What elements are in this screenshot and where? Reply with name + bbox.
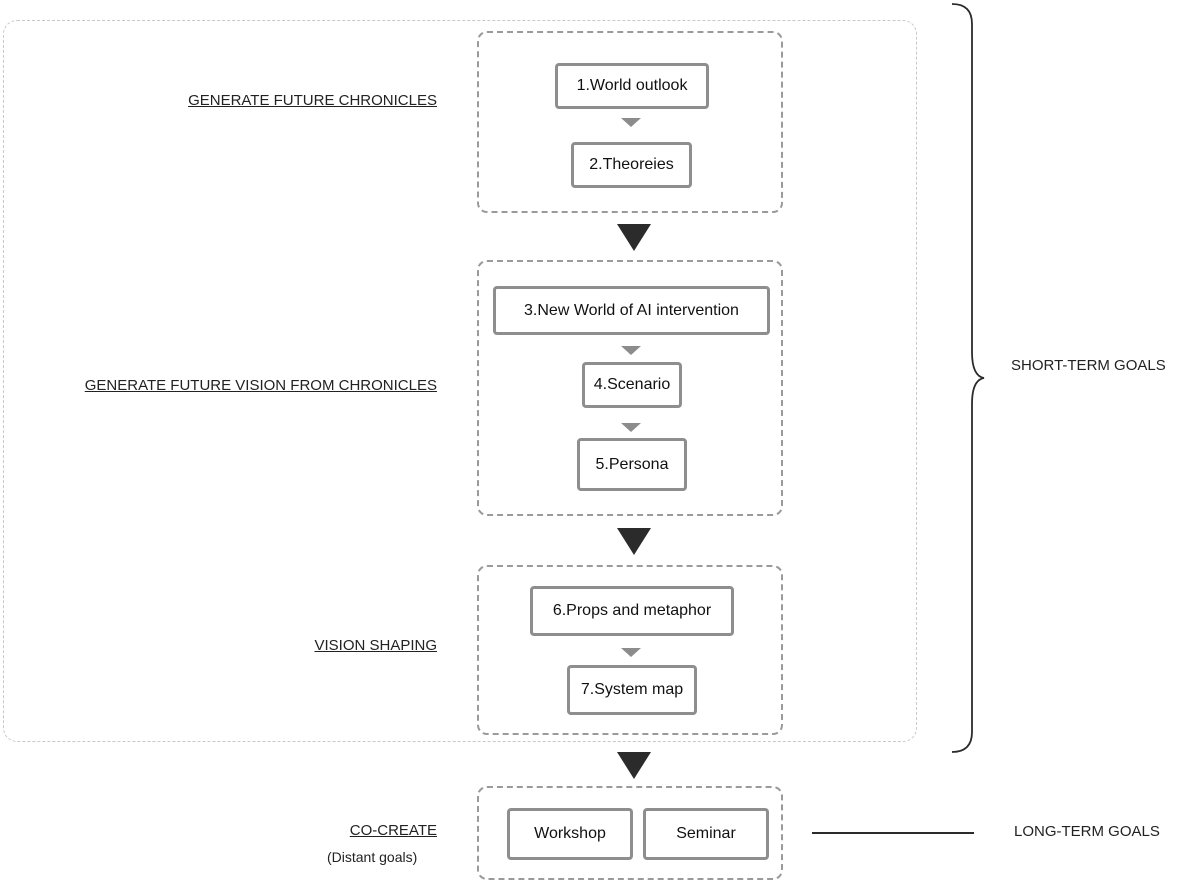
step-persona: 5.Persona	[577, 438, 687, 491]
stage-label-shaping: VISION SHAPING	[314, 637, 437, 654]
step-new-world-ai: 3.New World of AI intervention	[493, 286, 770, 335]
arrow-small-2	[621, 346, 641, 355]
step-seminar: Seminar	[643, 808, 769, 860]
stage-label-cocreate: CO-CREATE	[349, 822, 437, 839]
long-term-connector	[812, 832, 974, 834]
goal-short-term: SHORT-TERM GOALS	[1011, 357, 1166, 374]
stage-label-chronicles: GENERATE FUTURE CHRONICLES	[188, 92, 437, 109]
arrow-big-1	[617, 224, 651, 251]
step-workshop: Workshop	[507, 808, 633, 860]
group-cocreate	[477, 786, 783, 880]
group-shaping	[477, 565, 783, 735]
step-theoreies: 2.Theoreies	[571, 142, 692, 188]
arrow-small-3	[621, 423, 641, 432]
arrow-small-4	[621, 648, 641, 657]
step-scenario: 4.Scenario	[582, 362, 682, 408]
stage-label-vision: GENERATE FUTURE VISION FROM CHRONICLES	[84, 377, 437, 394]
step-props-metaphor: 6.Props and metaphor	[530, 586, 734, 636]
goal-long-term: LONG-TERM GOALS	[1014, 823, 1160, 840]
short-term-region	[3, 20, 917, 742]
arrow-big-3	[617, 752, 651, 779]
brace-short-term	[951, 3, 985, 753]
group-vision	[477, 260, 783, 516]
arrow-big-2	[617, 528, 651, 555]
group-chronicles	[477, 31, 783, 213]
arrow-small-1	[621, 118, 641, 127]
stage-sublabel-cocreate: (Distant goals)	[327, 849, 418, 865]
step-world-outlook: 1.World outlook	[555, 63, 709, 109]
step-system-map: 7.System map	[567, 665, 697, 715]
